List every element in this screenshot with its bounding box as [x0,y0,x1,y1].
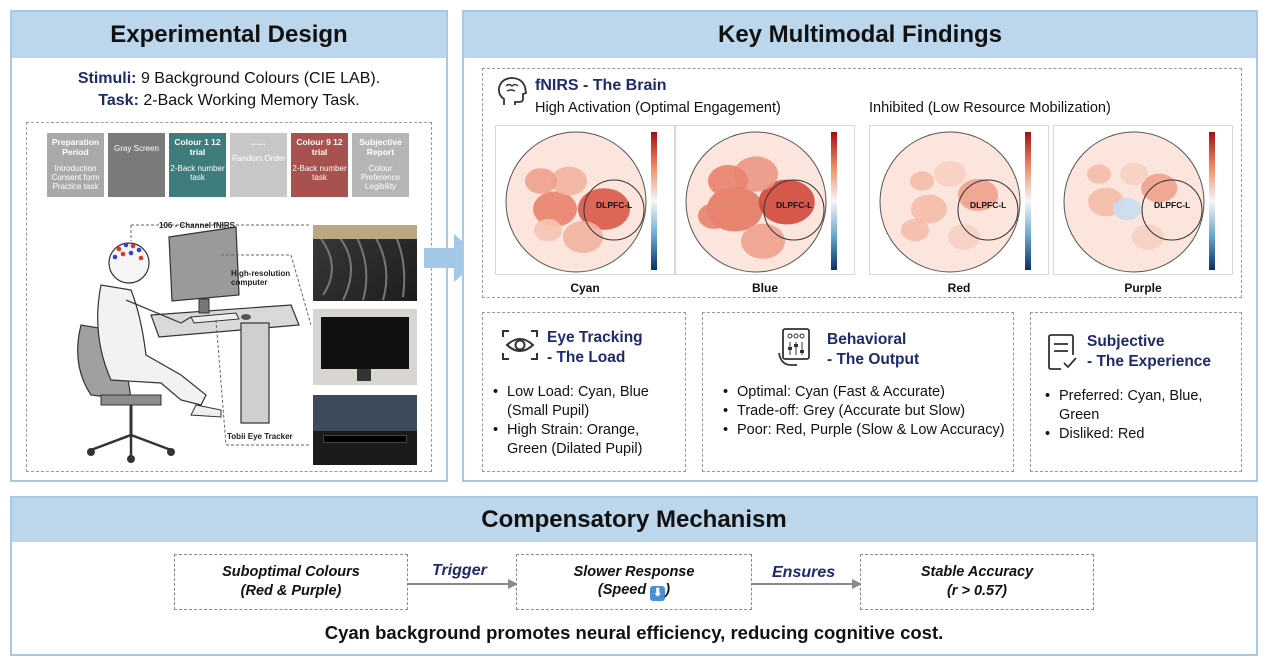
findings-panel: Key Multimodal Findings fNIRS - The Brai… [462,10,1258,482]
brain-map [879,131,1031,273]
step-desc: Gray Screen [114,144,159,153]
dlpfc-label: DLPFC-L [596,200,633,210]
brain-map-card: DLPFC-L [675,125,855,275]
eye-title-1: Eye Tracking [547,329,643,346]
computer-photo [313,309,417,385]
subjective-title-2: - The Experience [1087,353,1212,370]
subjective-bullet: Preferred: Cyan, Blue, Green [1045,387,1235,425]
arrow-1 [408,579,518,589]
down-arrow-icon: ⬇ [650,586,666,602]
step-desc: 2-Back number task [170,163,225,182]
eye-tracker-photo [313,395,417,465]
brain-map [505,131,657,273]
behavioral-title-1: Behavioral [827,331,907,348]
brain-map-label: Cyan [570,281,600,295]
conclusion-text: Cyan background promotes neural efficien… [324,622,944,643]
stimuli-label: Stimuli: [77,70,137,87]
experimental-design-panel: Experimental Design Stimuli: 9 Backgroun… [10,10,448,482]
participant-illustration [77,224,311,463]
slower-line2: (Speed ⬇) [597,581,671,602]
brain-map-label: Purple [1124,281,1162,295]
procedure-step: ...... Random Order [230,133,287,197]
step-title: Colour 9 12 trial [296,137,343,157]
subjective-title-1: Subjective [1087,333,1165,350]
stable-accuracy-box: Stable Accuracy (r > 0.57) [860,554,1094,610]
behavioral-bullets: Optimal: Cyan (Fast & Accurate) Trade-of… [723,383,1007,440]
subjective-bullets: Preferred: Cyan, Blue, Green Disliked: R… [1045,387,1235,444]
stimuli-line: Stimuli: 9 Background Colours (CIE LAB). [12,70,446,88]
survey-icon [1048,334,1077,370]
suboptimal-line1: Suboptimal Colours [222,564,360,581]
findings-title: Key Multimodal Findings [464,12,1256,58]
suboptimal-box: Suboptimal Colours (Red & Purple) [174,554,408,610]
subjective-bullet: Disliked: Red [1045,425,1235,444]
step-desc: Colour Preference Legibility [360,163,401,191]
subjective-box: Subjective - The Experience Preferred: C… [1030,312,1242,472]
arrow-2 [752,579,862,589]
brain-map-label: Red [947,281,971,295]
fnirs-device-photo [313,225,417,301]
ensures-label: Ensures [772,564,836,581]
behavioral-box: Behavioral - The Output Optimal: Cyan (F… [702,312,1014,472]
eye-bullet: Low Load: Cyan, Blue (Small Pupil) [493,383,679,421]
step-desc: Introduction Consent form Practice task [51,163,100,191]
behavioral-title-2: - The Output [827,351,920,368]
eye-icon [502,330,538,360]
high-activation-label: High Activation (Optimal Engagement) [535,100,781,116]
stable-line1: Stable Accuracy [920,564,1034,581]
step-desc: 2-Back number task [292,163,347,182]
suboptimal-line2: (Red & Purple) [240,583,342,599]
slower-response-box: Slower Response (Speed ⬇) [516,554,752,610]
speed-close: ) [665,582,671,599]
speed-text: (Speed [597,582,647,599]
brain-map-card: DLPFC-L [495,125,675,275]
brain-icon [497,77,528,105]
fnirs-box: fNIRS - The Brain High Activation (Optim… [482,68,1242,298]
eye-title-2: - The Load [547,349,626,366]
step-title: Colour 1 12 trial [174,137,221,157]
task-text: 2-Back Working Memory Task. [138,92,360,109]
compensatory-panel: Compensatory Mechanism Suboptimal Colour… [10,496,1258,656]
procedure-step: Colour 1 12 trial 2-Back number task [169,133,226,197]
stimuli-text: 9 Background Colours (CIE LAB). [136,70,381,87]
step-title: ...... [251,137,266,147]
brain-map [1063,131,1215,273]
eye-tracking-box: Eye Tracking - The Load Low Load: Cyan, … [482,312,686,472]
brain-map-label: Blue [751,281,778,295]
dlpfc-label: DLPFC-L [970,200,1007,210]
control-panel-icon [778,328,810,366]
brain-map-card: DLPFC-L [869,125,1049,275]
dlpfc-label: DLPFC-L [1154,200,1191,210]
fnirs-label: 106 - Channel fNIRS [159,221,236,230]
step-title: Preparation Period [51,137,100,157]
eye-bullet: High Strain: Orange, Green (Dilated Pupi… [493,421,679,459]
trigger-label: Trigger [432,562,487,579]
tracker-label: Tobii Eye Tracker [227,432,293,441]
behavioral-bullet: Poor: Red, Purple (Slow & Low Accuracy) [723,421,1007,440]
experimental-design-title: Experimental Design [12,12,446,58]
fnirs-title: fNIRS - The Brain [535,77,667,94]
slower-line1: Slower Response [573,563,695,580]
procedure-step: Colour 9 12 trial 2-Back number task [291,133,348,197]
behavioral-bullet: Trade-off: Grey (Accurate but Slow) [723,402,1007,421]
task-line: Task: 2-Back Working Memory Task. [12,92,446,110]
computer-label: High-resolution computer [231,269,291,288]
task-label: Task: [98,92,139,109]
inhibited-label: Inhibited (Low Resource Mobilization) [869,100,1111,116]
compensatory-title: Compensatory Mechanism [12,498,1256,542]
step-desc: Random Order [232,153,285,163]
behavioral-bullet: Optimal: Cyan (Fast & Accurate) [723,383,1007,402]
brain-map [685,131,837,273]
procedure-step: Gray Screen [108,133,165,197]
step-title: Subjective Report [359,137,402,157]
dlpfc-label: DLPFC-L [776,200,813,210]
brain-map-card: DLPFC-L [1053,125,1233,275]
stable-line2: (r > 0.57) [946,583,1008,599]
eye-bullets: Low Load: Cyan, Blue (Small Pupil) High … [493,383,679,458]
